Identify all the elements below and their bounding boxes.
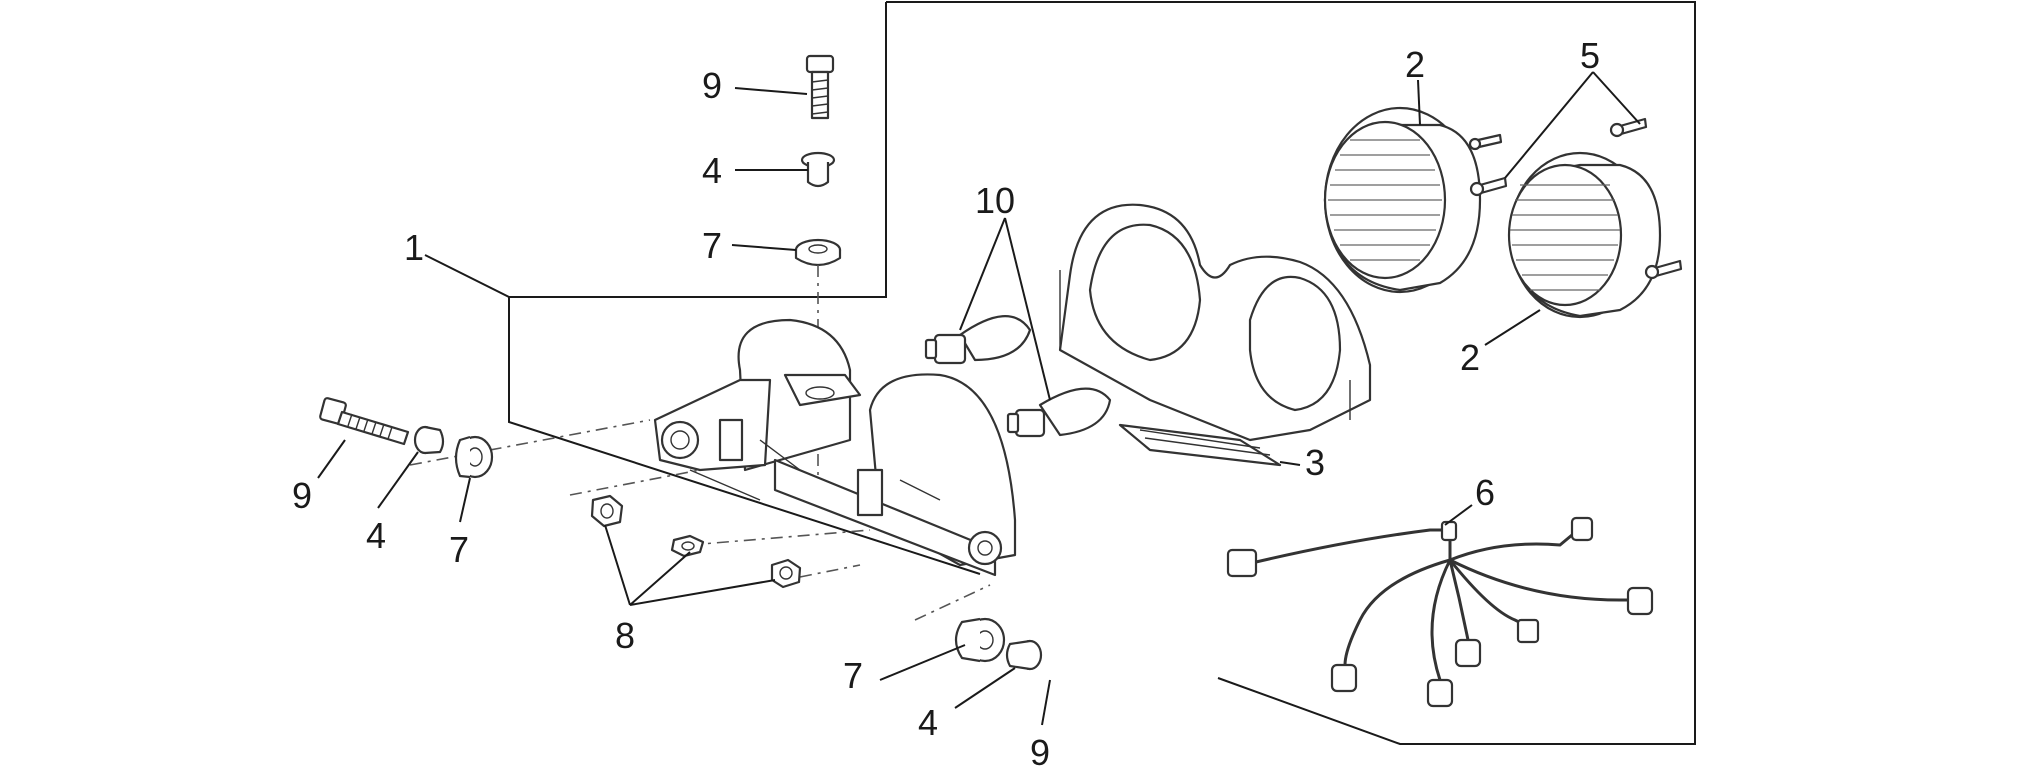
- callout-5: 5: [1580, 35, 1600, 76]
- gauge-bezel-2-lower: [1507, 151, 1662, 319]
- instrument-cover: [1058, 203, 1372, 442]
- axis-nut-1: [569, 469, 701, 496]
- axis-bottom: [914, 584, 991, 621]
- callout-1: 1: [404, 227, 424, 268]
- callout-3: 3: [1305, 442, 1325, 483]
- screw-5-c: [1644, 259, 1683, 280]
- nut-8-c: [770, 558, 802, 589]
- grommet-7-top: [794, 238, 842, 267]
- nut-8-a: [590, 494, 624, 528]
- axis-nut-2: [689, 529, 871, 546]
- callout-9-left: 9: [292, 475, 312, 516]
- callout-7-bottom: 7: [843, 655, 863, 696]
- axis-left: [409, 419, 651, 466]
- screw-5-d: [1468, 133, 1503, 151]
- grommet-7-bottom: [954, 617, 1006, 663]
- callout-4-top: 4: [702, 150, 722, 191]
- leader-lines: [317, 71, 1641, 726]
- callout-2-upper: 2: [1405, 44, 1425, 85]
- callout-8: 8: [615, 615, 635, 656]
- gauge-bezel-2-upper: [1323, 106, 1482, 294]
- screw-5-b: [1609, 117, 1648, 138]
- callout-4-bottom: 4: [918, 702, 938, 743]
- screw-5-a: [1469, 176, 1508, 197]
- bolt-9-top: [805, 54, 835, 120]
- callout-2-lower: 2: [1460, 337, 1480, 378]
- bolt-9-left: [319, 397, 410, 446]
- bulb-10-lower: [1006, 387, 1112, 438]
- callout-7-top: 7: [702, 225, 722, 266]
- callout-7-left: 7: [449, 529, 469, 570]
- axis-nut-3: [799, 564, 861, 578]
- callout-9-top: 9: [702, 65, 722, 106]
- adhesive-strip-3: [1118, 423, 1282, 467]
- callout-10: 10: [975, 180, 1015, 221]
- grommet-7-left: [454, 435, 494, 479]
- callout-9-bottom: 9: [1030, 732, 1050, 771]
- bulb-10-upper: [924, 315, 1032, 365]
- headlight-housing: [653, 318, 1017, 577]
- bushing-4-bottom: [1005, 639, 1043, 671]
- callout-4-left: 4: [366, 515, 386, 556]
- bushing-4-top: [800, 151, 836, 188]
- callout-6: 6: [1475, 472, 1495, 513]
- nut-8-b: [670, 534, 705, 558]
- wiring-harness-6: [1226, 516, 1654, 708]
- bushing-4-left: [413, 425, 445, 455]
